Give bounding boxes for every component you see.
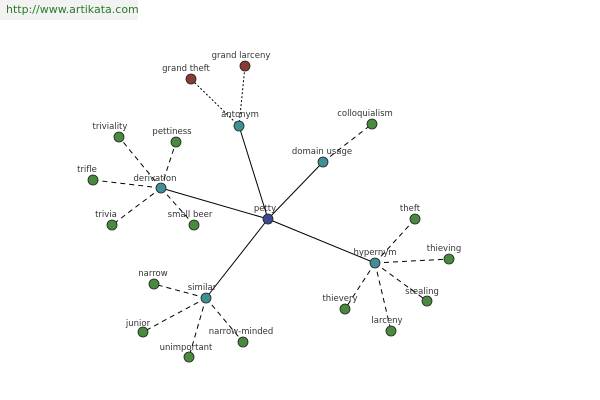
edge-petty-domain-usage bbox=[267, 161, 324, 220]
leaf-node-grand-larceny-dot[interactable] bbox=[239, 60, 251, 72]
relation-node-similar-label: similar bbox=[188, 283, 217, 293]
edge-hypernym-thievery bbox=[344, 262, 376, 310]
leaf-node-small-beer[interactable]: small beer bbox=[168, 210, 213, 231]
relation-node-antonym-dot[interactable] bbox=[233, 120, 245, 132]
root-node-petty-dot[interactable] bbox=[262, 213, 274, 225]
edge-similar-junior bbox=[142, 297, 207, 333]
leaf-node-thieving[interactable]: thieving bbox=[427, 244, 462, 265]
relation-node-antonym[interactable]: antonym bbox=[221, 110, 259, 132]
edge-petty-derivation bbox=[160, 187, 269, 220]
leaf-node-triviality[interactable]: triviality bbox=[93, 122, 128, 143]
leaf-node-theft-dot[interactable] bbox=[409, 213, 421, 225]
leaf-node-unimportant-dot[interactable] bbox=[183, 351, 195, 363]
edge-hypernym-thieving bbox=[374, 258, 450, 264]
leaf-node-grand-larceny[interactable]: grand larceny bbox=[212, 51, 271, 72]
relation-node-derivation-dot[interactable] bbox=[155, 182, 167, 194]
edge-domain-usage-colloquialism bbox=[322, 123, 373, 163]
edge-hypernym-stealing bbox=[374, 262, 428, 302]
relation-node-antonym-label: antonym bbox=[221, 110, 259, 120]
leaf-node-stealing-dot[interactable] bbox=[421, 295, 433, 307]
leaf-node-larceny-dot[interactable] bbox=[385, 325, 397, 337]
leaf-node-trivia[interactable]: trivia bbox=[95, 210, 118, 231]
leaf-node-small-beer-label: small beer bbox=[168, 210, 213, 220]
edge-derivation-trivia bbox=[111, 187, 162, 226]
leaf-node-grand-theft-dot[interactable] bbox=[185, 73, 197, 85]
leaf-node-grand-theft[interactable]: grand theft bbox=[162, 64, 211, 85]
leaf-node-thievery-label: thievery bbox=[322, 294, 357, 304]
leaf-node-trifle[interactable]: trifle bbox=[77, 165, 99, 186]
leaf-node-trivia-dot[interactable] bbox=[106, 219, 118, 231]
leaf-node-pettiness-label: pettiness bbox=[152, 127, 192, 137]
leaf-node-unimportant[interactable]: unimportant bbox=[160, 343, 213, 363]
relation-node-hypernym[interactable]: hypernym bbox=[353, 248, 397, 269]
leaf-node-narrow-minded-dot[interactable] bbox=[237, 336, 249, 348]
relation-node-domain-usage-label: domain usage bbox=[292, 147, 352, 157]
relation-node-hypernym-label: hypernym bbox=[353, 248, 396, 258]
relation-node-hypernym-dot[interactable] bbox=[369, 257, 381, 269]
leaf-node-trifle-label: trifle bbox=[77, 165, 97, 175]
edge-hypernym-larceny bbox=[374, 262, 392, 332]
edge-similar-narrow-minded bbox=[205, 297, 244, 343]
leaf-node-narrow-minded[interactable]: narrow-minded bbox=[209, 327, 274, 348]
leaf-node-colloquialism[interactable]: colloquialism bbox=[337, 109, 393, 130]
relation-node-domain-usage[interactable]: domain usage bbox=[292, 147, 352, 168]
relation-node-derivation-label: derivation bbox=[133, 174, 176, 184]
relation-node-similar[interactable]: similar bbox=[188, 283, 217, 304]
edge-antonym-grand-theft bbox=[190, 78, 240, 127]
leaf-node-narrow-minded-label: narrow-minded bbox=[209, 327, 274, 337]
leaf-node-junior[interactable]: junior bbox=[125, 319, 151, 338]
leaf-node-larceny-label: larceny bbox=[371, 316, 402, 326]
leaf-node-narrow-label: narrow bbox=[138, 269, 167, 279]
leaf-node-thievery[interactable]: thievery bbox=[322, 294, 358, 315]
graph-edges bbox=[92, 65, 450, 358]
leaf-node-pettiness-dot[interactable] bbox=[170, 136, 182, 148]
leaf-node-stealing-label: stealing bbox=[405, 287, 439, 297]
watermark-url[interactable]: http://www.artikata.com bbox=[0, 0, 138, 20]
leaf-node-thievery-dot[interactable] bbox=[339, 303, 351, 315]
edge-similar-unimportant bbox=[188, 297, 207, 358]
leaf-node-narrow[interactable]: narrow bbox=[138, 269, 168, 290]
leaf-node-small-beer-dot[interactable] bbox=[188, 219, 200, 231]
relation-node-derivation[interactable]: derivation bbox=[133, 174, 177, 194]
edge-derivation-trifle bbox=[92, 179, 162, 189]
leaf-node-grand-theft-label: grand theft bbox=[162, 64, 210, 74]
leaf-node-trivia-label: trivia bbox=[95, 210, 117, 220]
leaf-node-larceny[interactable]: larceny bbox=[371, 316, 403, 337]
leaf-node-trifle-dot[interactable] bbox=[87, 174, 99, 186]
edge-petty-similar bbox=[205, 218, 269, 299]
relation-node-domain-usage-dot[interactable] bbox=[317, 156, 329, 168]
root-node-petty-label: petty bbox=[254, 204, 276, 214]
edge-petty-hypernym bbox=[267, 218, 376, 264]
edge-petty-antonym bbox=[238, 125, 269, 220]
leaf-node-stealing[interactable]: stealing bbox=[405, 287, 439, 307]
leaf-node-pettiness[interactable]: pettiness bbox=[152, 127, 192, 148]
root-node-petty[interactable]: petty bbox=[254, 204, 276, 225]
leaf-node-theft[interactable]: theft bbox=[400, 204, 421, 225]
leaf-node-grand-larceny-label: grand larceny bbox=[212, 51, 271, 61]
leaf-node-unimportant-label: unimportant bbox=[160, 343, 213, 353]
relation-node-similar-dot[interactable] bbox=[200, 292, 212, 304]
leaf-node-colloquialism-label: colloquialism bbox=[337, 109, 393, 119]
leaf-node-junior-dot[interactable] bbox=[137, 326, 149, 338]
leaf-node-triviality-dot[interactable] bbox=[113, 131, 125, 143]
leaf-node-colloquialism-dot[interactable] bbox=[366, 118, 378, 130]
edge-derivation-triviality bbox=[118, 136, 162, 189]
leaf-node-thieving-dot[interactable] bbox=[443, 253, 455, 265]
leaf-node-triviality-label: triviality bbox=[93, 122, 128, 132]
leaf-node-junior-label: junior bbox=[125, 319, 151, 329]
leaf-node-theft-label: theft bbox=[400, 204, 421, 214]
leaf-node-narrow-dot[interactable] bbox=[148, 278, 160, 290]
leaf-node-thieving-label: thieving bbox=[427, 244, 462, 254]
edge-hypernym-theft bbox=[374, 218, 416, 264]
edge-derivation-pettiness bbox=[160, 141, 177, 189]
